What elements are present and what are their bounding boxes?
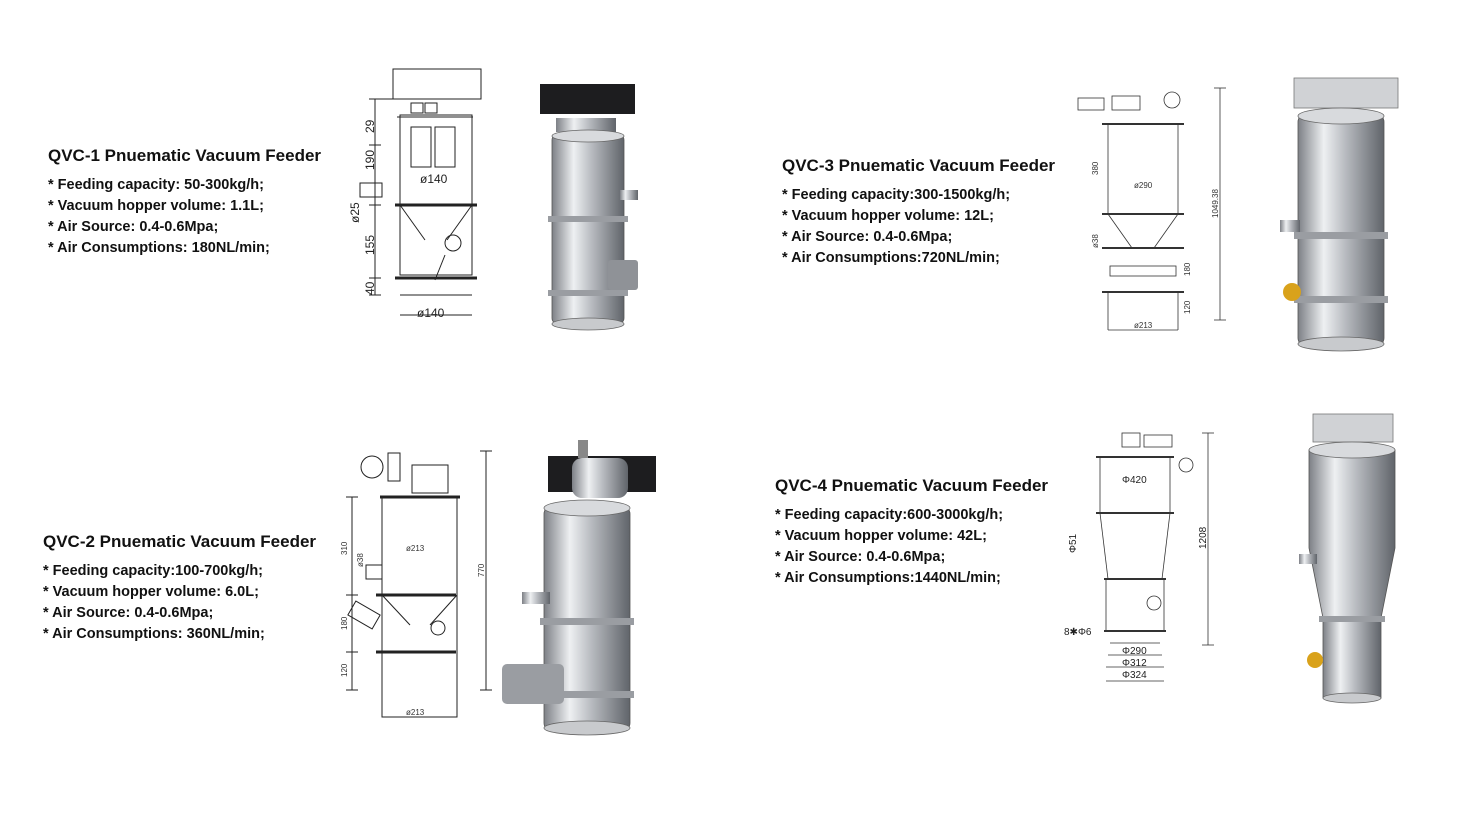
technical-drawing-qvc1: 29 190 ø140 ø25 155 40 ø140 bbox=[348, 68, 482, 320]
dim-label-40: 40 bbox=[363, 281, 377, 295]
spec-feeding-capacity: * Feeding capacity: 50-300kg/h; bbox=[48, 177, 264, 193]
dim-label-dia25: ø25 bbox=[348, 202, 362, 223]
dim-label-phi324: Φ324 bbox=[1122, 670, 1147, 681]
dim-label-dia140-top: ø140 bbox=[420, 172, 448, 186]
dim-label-dia213-bottom: ø213 bbox=[406, 708, 425, 717]
dim-label-dia290: ø290 bbox=[1134, 181, 1153, 190]
dim-label-bolt-holes: 8✱Φ6 bbox=[1064, 627, 1092, 638]
spec-air-consumption: * Air Consumptions: 360NL/min; bbox=[43, 626, 265, 642]
spec-air-source: * Air Source: 0.4-0.6Mpa; bbox=[43, 605, 214, 621]
technical-drawing-qvc3: 380 ø290 1049.38 ø38 180 120 ø213 bbox=[1077, 87, 1226, 331]
spec-list: * Feeding capacity:300-1500kg/h; * Vacuu… bbox=[782, 185, 1055, 269]
spec-hopper-volume: * Vacuum hopper volume: 12L; bbox=[782, 208, 994, 224]
feeder-spec-qvc4: QVC-4 Pnuematic Vacuum Feeder * Feeding … bbox=[775, 476, 1048, 589]
dim-label-phi51: Φ51 bbox=[1068, 533, 1079, 553]
feeder-title: QVC-4 Pnuematic Vacuum Feeder bbox=[775, 476, 1049, 495]
spec-feeding-capacity: * Feeding capacity:300-1500kg/h; bbox=[782, 187, 1011, 203]
dim-label-310: 310 bbox=[340, 541, 349, 555]
dim-label-dia38: ø38 bbox=[1091, 234, 1100, 248]
spec-list: * Feeding capacity:600-3000kg/h; * Vacuu… bbox=[775, 505, 1048, 589]
spec-air-consumption: * Air Consumptions:720NL/min; bbox=[782, 250, 1000, 266]
spec-air-source: * Air Source: 0.4-0.6Mpa; bbox=[782, 229, 953, 245]
spec-feeding-capacity: * Feeding capacity:100-700kg/h; bbox=[43, 563, 263, 579]
feeder-title: QVC-1 Pnuematic Vacuum Feeder bbox=[48, 146, 322, 165]
technical-drawing-qvc4: Φ420 Φ51 1208 8✱Φ6 Φ290 Φ312 Φ324 bbox=[1064, 432, 1214, 682]
dim-label-155: 155 bbox=[363, 235, 377, 255]
dim-label-120: 120 bbox=[340, 663, 349, 677]
dim-label-770: 770 bbox=[477, 563, 486, 577]
dim-label-dia213: ø213 bbox=[1134, 321, 1153, 330]
dim-label-phi290: Φ290 bbox=[1122, 646, 1147, 657]
spec-air-source: * Air Source: 0.4-0.6Mpa; bbox=[48, 219, 219, 235]
spec-list: * Feeding capacity: 50-300kg/h; * Vacuum… bbox=[48, 175, 321, 259]
spec-feeding-capacity: * Feeding capacity:600-3000kg/h; bbox=[775, 507, 1004, 523]
dim-label-190: 190 bbox=[363, 150, 377, 170]
dim-label-29: 29 bbox=[363, 119, 377, 133]
dim-label-380: 380 bbox=[1091, 161, 1100, 175]
feeder-spec-qvc1: QVC-1 Pnuematic Vacuum Feeder * Feeding … bbox=[48, 146, 321, 259]
feeder-spec-qvc2: QVC-2 Pnuematic Vacuum Feeder * Feeding … bbox=[43, 532, 316, 645]
product-illustration-qvc3 bbox=[1280, 77, 1399, 352]
spec-air-consumption: * Air Consumptions: 180NL/min; bbox=[48, 240, 270, 256]
dim-label-phi312: Φ312 bbox=[1122, 658, 1147, 669]
feeder-spec-qvc3: QVC-3 Pnuematic Vacuum Feeder * Feeding … bbox=[782, 156, 1055, 269]
dim-label-dia213-top: ø213 bbox=[406, 544, 425, 553]
dim-label-180: 180 bbox=[1183, 262, 1192, 276]
spec-air-consumption: * Air Consumptions:1440NL/min; bbox=[775, 570, 1001, 586]
dim-label-180: 180 bbox=[340, 616, 349, 630]
dim-label-dia38: ø38 bbox=[356, 553, 365, 567]
spec-air-source: * Air Source: 0.4-0.6Mpa; bbox=[775, 549, 946, 565]
dim-label-120: 120 bbox=[1183, 300, 1192, 314]
technical-drawing-qvc2: 310 ø38 ø213 770 180 120 ø213 bbox=[340, 450, 492, 718]
dim-label-1049: 1049.38 bbox=[1211, 189, 1220, 218]
spec-list: * Feeding capacity:100-700kg/h; * Vacuum… bbox=[43, 561, 316, 645]
feeder-title: QVC-2 Pnuematic Vacuum Feeder bbox=[43, 532, 317, 551]
spec-hopper-volume: * Vacuum hopper volume: 1.1L; bbox=[48, 198, 264, 214]
feeder-title: QVC-3 Pnuematic Vacuum Feeder bbox=[782, 156, 1056, 175]
dim-label-dia140-bottom: ø140 bbox=[417, 306, 445, 320]
product-illustration-qvc2 bbox=[502, 440, 656, 736]
product-illustration-qvc1 bbox=[540, 84, 638, 331]
dim-label-1208: 1208 bbox=[1198, 526, 1209, 549]
spec-hopper-volume: * Vacuum hopper volume: 42L; bbox=[775, 528, 987, 544]
product-illustration-qvc4 bbox=[1299, 413, 1396, 704]
dim-label-phi420: Φ420 bbox=[1122, 475, 1147, 486]
spec-hopper-volume: * Vacuum hopper volume: 6.0L; bbox=[43, 584, 259, 600]
